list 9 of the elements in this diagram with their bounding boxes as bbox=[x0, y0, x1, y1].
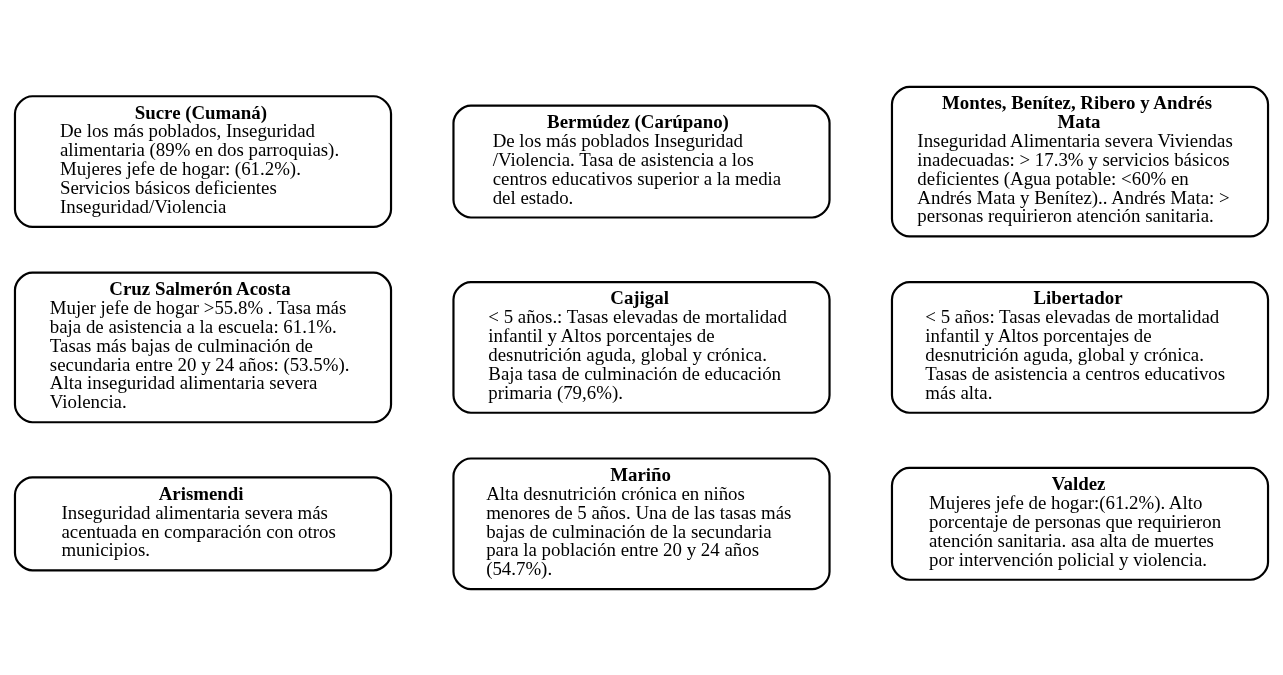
node-box: Sucre (Cumaná) De los más poblados, Inseguridad alimentaria (89% en dos parroquias). Mujeres jefe de hogar: (61.2%). Servicios básicos deficientes Inseguridad/Violencia bbox=[13, 94, 393, 228]
node-box: Libertador < 5 años: Tasas elevadas de mortalidad infantil y Altos porcentajes de desnutrición aguda, global y crónica. Tasas de asistencia a centros educativos más alta. bbox=[890, 280, 1270, 414]
node-box: Montes, Benítez, Ribero y Andrés Mata Inseguridad Alimentaria severa Viviendas inadecuadas: > 17.3% y servicios básicos deficientes (Agua potable: <60% en Andrés Mata y Benítez).. Andrés Mata: > personas requirieron atención sanitaria. bbox=[890, 85, 1270, 237]
node-box: Cajigal < 5 años.: Tasas elevadas de mortalidad infantil y Altos porcentajes de desnutrición aguda, global y crónica. Baja tasa de culminación de educación primaria (79,6%). bbox=[452, 280, 831, 414]
node-box: Valdez Mujeres jefe de hogar:(61.2%). Alto porcentaje de personas que requirieron atención sanitaria. asa alta de muertes por intervención policial y violencia. bbox=[890, 466, 1270, 581]
node-box: Mariño Alta desnutrición crónica en niños menores de 5 años. Una de las tasas más bajas de culminación de la secundaria para la población entre 20 y 24 años (54.7%). bbox=[452, 456, 831, 590]
node-box: Bermúdez (Carúpano) De los más poblados Inseguridad /Violencia. Tasa de asistencia a los centros educativos superior a la media del estado. bbox=[452, 104, 831, 219]
node-box: Cruz Salmerón Acosta Mujer jefe de hogar >55.8% . Tasa más baja de asistencia a la escuela: 61.1%. Tasas más bajas de culminación de secundaria entre 20 y 24 años: (53.5%). Alta inseguridad alimentaria severa Violencia. bbox=[13, 271, 393, 423]
node-box: Arismendi Inseguridad alimentaria severa más acentuada en comparación con otros municipios. bbox=[13, 475, 393, 571]
